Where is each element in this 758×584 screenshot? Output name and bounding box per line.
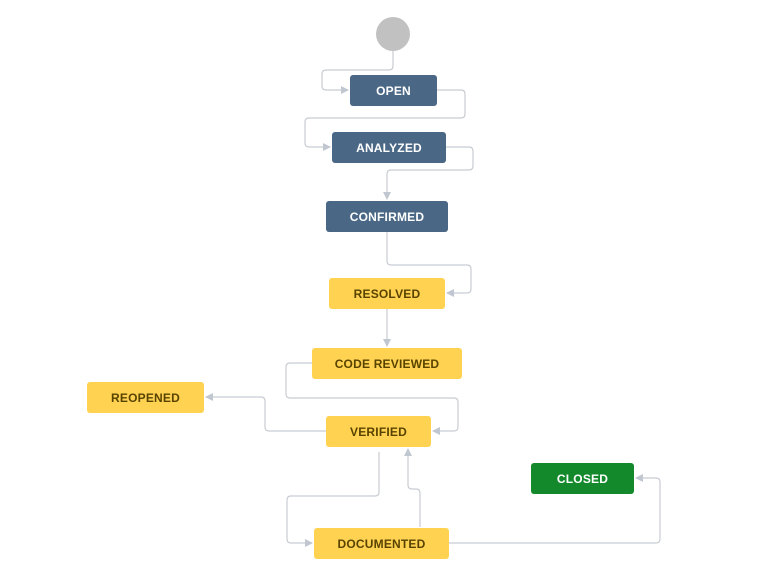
edge-verified-to-reopened (205, 393, 326, 432)
status-node-confirmed[interactable]: CONFIRMED (326, 201, 448, 232)
edge-documented-to-closed (449, 474, 661, 544)
edge-confirmed-to-resolved (386, 232, 472, 297)
edge-open-to-analyzed (304, 89, 466, 151)
edge-analyzed-to-confirmed (383, 146, 474, 200)
status-node-reopened[interactable]: REOPENED (87, 382, 204, 413)
workflow-start-node[interactable] (376, 17, 410, 51)
status-node-code-reviewed[interactable]: CODE REVIEWED (312, 348, 462, 379)
status-node-open[interactable]: OPEN (350, 75, 437, 106)
status-node-analyzed[interactable]: ANALYZED (332, 132, 446, 163)
edge-documented-to-verified (404, 448, 421, 527)
status-node-resolved[interactable]: RESOLVED (329, 278, 445, 309)
status-node-verified[interactable]: VERIFIED (326, 416, 431, 447)
edge-verified-to-documented (286, 452, 380, 547)
status-node-documented[interactable]: DOCUMENTED (314, 528, 449, 559)
status-node-closed[interactable]: CLOSED (531, 463, 634, 494)
edge-code-reviewed-to-verified (285, 362, 459, 435)
edge-start-to-open (321, 51, 394, 94)
